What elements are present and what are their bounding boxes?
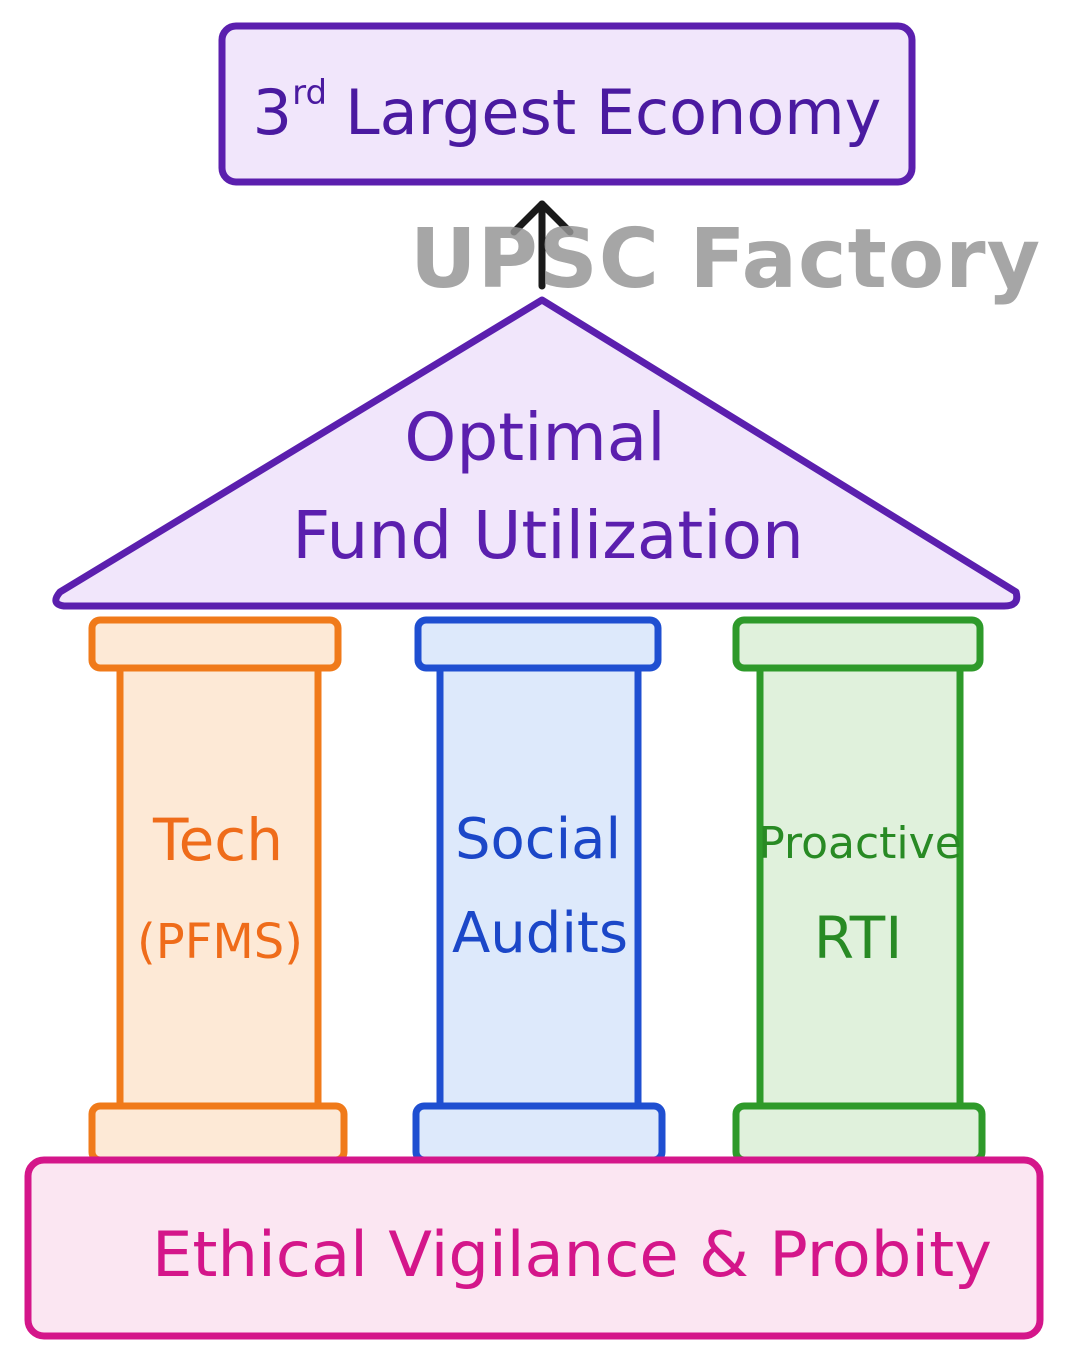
up-arrow-icon bbox=[510, 200, 574, 290]
goal-box-frame bbox=[218, 22, 916, 186]
roof-line-1: Optimal bbox=[404, 399, 665, 476]
pillar-social-audits-capital bbox=[414, 616, 662, 672]
pillar-social-audits-base bbox=[412, 1102, 666, 1164]
watermark-text: UPSC Factory bbox=[410, 212, 1042, 307]
foundation: Ethical Vigilance & Probity bbox=[24, 1156, 1044, 1340]
pillar-social-audits: Social Audits bbox=[412, 616, 666, 1164]
pillar-tech-line-1: Tech bbox=[152, 806, 283, 874]
pillar-proactive-rti-shaft bbox=[756, 660, 964, 1114]
foundation-frame bbox=[24, 1156, 1044, 1340]
goal-ordinal-number: 3 bbox=[253, 76, 292, 149]
foundation-label: Ethical Vigilance & Probity bbox=[152, 1218, 992, 1291]
pillar-tech-base bbox=[88, 1102, 348, 1164]
roof-triangle bbox=[52, 296, 1021, 610]
goal-title: 3rd Largest Economy bbox=[253, 73, 882, 149]
pillar-proactive-rti-capital bbox=[732, 616, 984, 672]
pillar-proactive-rti-line-2: RTI bbox=[814, 904, 903, 972]
roof: Optimal Fund Utilization bbox=[52, 296, 1021, 610]
pillar-tech-shaft bbox=[116, 660, 322, 1114]
pillar-tech: Tech (PFMS) bbox=[88, 616, 348, 1164]
pillar-proactive-rti: Proactive RTI bbox=[732, 616, 986, 1164]
pillar-tech-capital bbox=[88, 616, 342, 672]
goal-box: 3rd Largest Economy bbox=[218, 22, 916, 186]
pillar-social-audits-line-1: Social bbox=[455, 807, 621, 872]
pillar-social-audits-shaft bbox=[436, 660, 642, 1114]
pillar-proactive-rti-base bbox=[732, 1102, 986, 1164]
goal-label: Largest Economy bbox=[345, 76, 881, 149]
pillar-tech-line-2: (PFMS) bbox=[137, 914, 303, 970]
pillar-proactive-rti-line-1: Proactive bbox=[758, 818, 962, 869]
goal-ordinal-suffix: rd bbox=[292, 73, 327, 113]
roof-line-2: Fund Utilization bbox=[292, 497, 804, 574]
pillar-social-audits-line-2: Audits bbox=[452, 901, 628, 966]
